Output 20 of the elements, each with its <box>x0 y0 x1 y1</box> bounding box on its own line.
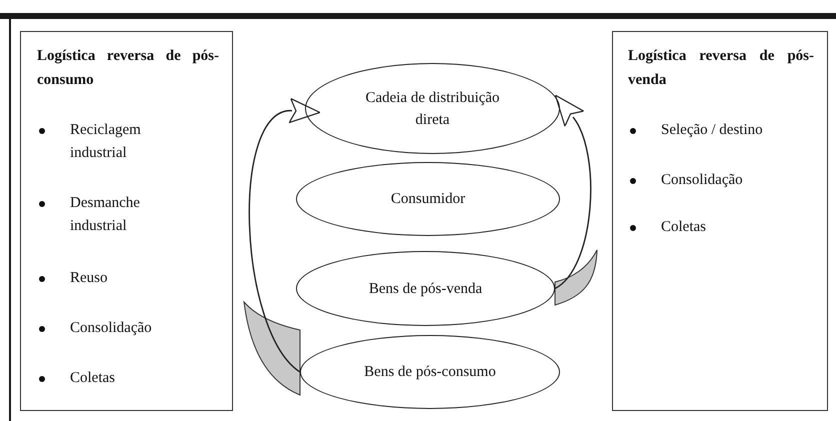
ellipse-node <box>296 251 555 326</box>
text-panel <box>20 31 233 411</box>
bullet-item: Consolidação <box>628 169 771 192</box>
panel-heading: Logística reversa de pós-venda <box>628 47 814 90</box>
node-label: Bens de pós-venda <box>368 280 482 298</box>
ellipse-node <box>300 335 560 409</box>
text-panel <box>612 31 828 411</box>
bullet-item: Desmanche industrial <box>37 192 180 238</box>
bullet-item: Consolidação <box>37 317 180 340</box>
node-label: Cadeia de distribuição direta <box>364 88 501 130</box>
bullet-item: Coletas <box>628 216 771 239</box>
panel-heading: Logística reversa de pós-consumo <box>37 47 219 90</box>
bullet-item: Coletas <box>37 367 180 390</box>
bullet-item: Reciclagem industrial <box>37 119 180 165</box>
bullet-item: Reuso <box>37 267 180 290</box>
ellipse-node <box>305 63 560 154</box>
ellipse-node <box>296 162 560 236</box>
node-label: Bens de pós-consumo <box>364 363 496 382</box>
node-label: Consumidor <box>390 190 466 209</box>
bullet-item: Seleção / destino <box>628 119 771 142</box>
